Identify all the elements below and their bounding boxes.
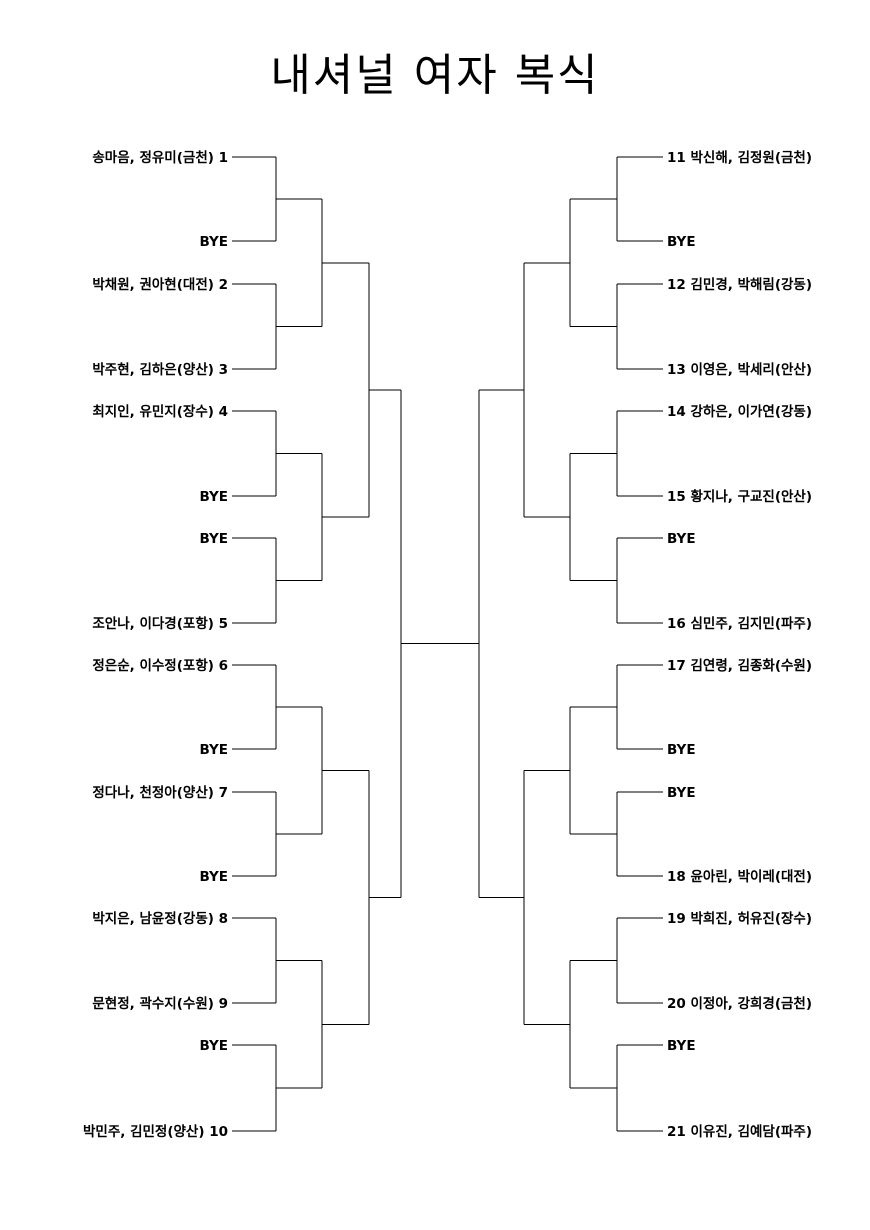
left-team-label: 정은순, 이수정(포항) 6: [92, 657, 228, 674]
left-bye-label: BYE: [199, 742, 228, 758]
right-team-label: 17 김연령, 김종화(수원): [667, 658, 812, 674]
right-bye-label: BYE: [667, 1038, 696, 1054]
left-bye-label: BYE: [199, 869, 228, 885]
right-team-label: 11 박신해, 김정원(금천): [667, 149, 812, 166]
page-title: 내셔널 여자 복식: [270, 50, 600, 101]
right-bye-label: BYE: [667, 531, 696, 547]
left-team-label: 박민주, 김민정(양산) 10: [83, 1123, 228, 1140]
right-team-label: 20 이정아, 강희경(금천): [667, 995, 812, 1012]
left-team-label: 송마음, 정유미(금천) 1: [92, 149, 228, 166]
left-bye-label: BYE: [199, 531, 228, 547]
right-team-label: 15 황지나, 구교진(안산): [667, 488, 812, 505]
left-team-label: 박주현, 김하은(양산) 3: [92, 361, 228, 378]
right-bye-label: BYE: [667, 234, 696, 250]
right-team-label: 14 강하은, 이가연(강동): [667, 403, 812, 420]
left-team-label: 조안나, 이다경(포항) 5: [92, 615, 228, 632]
left-bye-label: BYE: [199, 234, 228, 250]
left-team-label: 박채원, 권아현(대전) 2: [92, 276, 228, 293]
right-team-label: 21 이유진, 김예담(파주): [667, 1123, 812, 1140]
left-bye-label: BYE: [199, 489, 228, 505]
right-team-label: 13 이영은, 박세리(안산): [667, 361, 812, 378]
right-team-label: 18 윤아린, 박이레(대전): [667, 868, 812, 885]
left-team-label: 정다나, 천정아(양산) 7: [92, 784, 228, 801]
left-team-label: 문현정, 곽수지(수원) 9: [92, 995, 228, 1012]
left-team-label: 최지인, 유민지(장수) 4: [92, 403, 228, 420]
right-bye-label: BYE: [667, 785, 696, 801]
right-team-label: 16 심민주, 김지민(파주): [667, 615, 812, 632]
left-bye-label: BYE: [199, 1038, 228, 1054]
right-team-label: 12 김민경, 박해림(강동): [667, 276, 812, 293]
left-team-label: 박지은, 남윤정(강동) 8: [92, 910, 228, 927]
right-bye-label: BYE: [667, 742, 696, 758]
right-team-label: 19 박희진, 허유진(장수): [667, 910, 812, 927]
